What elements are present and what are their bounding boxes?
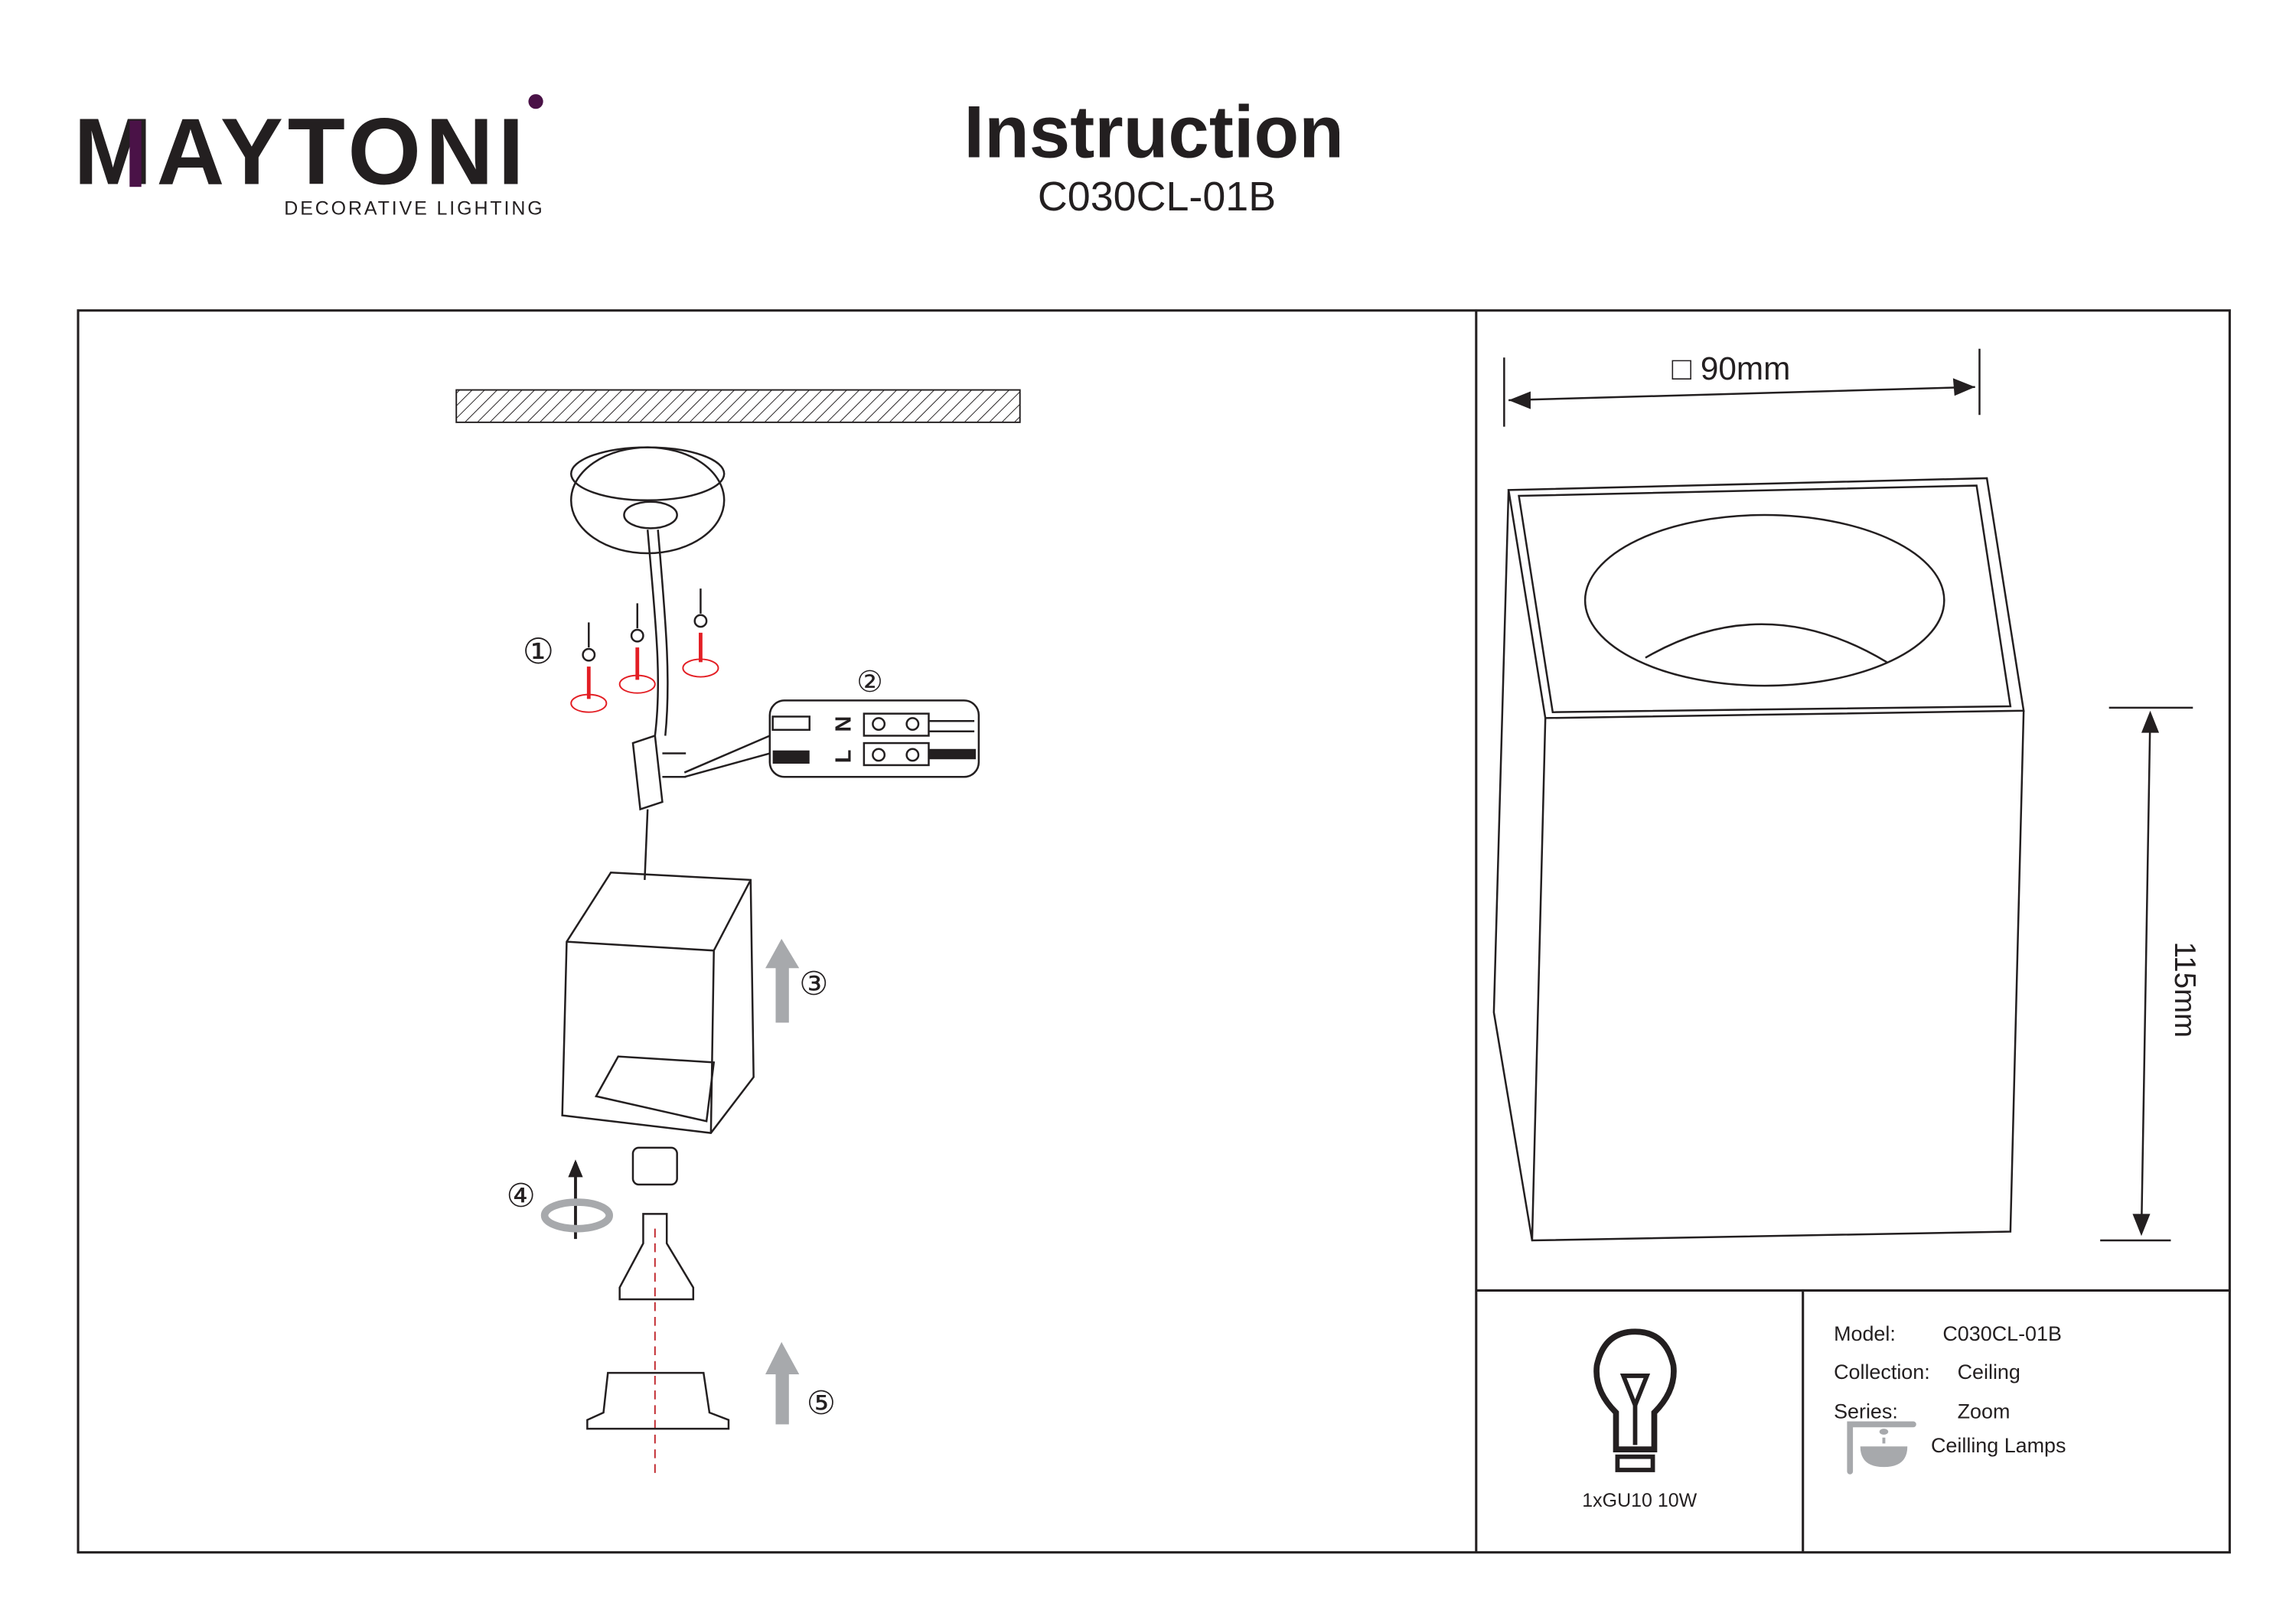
step-4-label: ④ bbox=[507, 1178, 536, 1214]
step-2-label: ② bbox=[856, 666, 882, 699]
screws bbox=[570, 588, 719, 713]
step-1-label: ① bbox=[523, 631, 554, 671]
gu10-bulb bbox=[618, 1213, 695, 1301]
product-info: Model: C030CL-01B Collection: Ceiling Se… bbox=[1834, 1322, 2066, 1475]
ceiling-lamp-icon bbox=[1847, 1421, 1916, 1475]
lamp-spec: 1xGU10 10W bbox=[1582, 1490, 1697, 1511]
assembly-diagram: ① ② N L ③ ④ ⑤ bbox=[455, 389, 1021, 1479]
neutral-label: N bbox=[832, 716, 856, 732]
width-dimension: □ 90mm bbox=[1672, 350, 1791, 386]
terminal-block bbox=[631, 734, 687, 811]
product-body bbox=[1492, 490, 2025, 1242]
logo-accent-dot bbox=[528, 94, 543, 109]
wiring-detail bbox=[768, 699, 980, 778]
logo-accent-bar bbox=[129, 120, 142, 187]
decorative-ring bbox=[586, 1371, 730, 1430]
model-label: Model: bbox=[1834, 1322, 1896, 1345]
category-label: Ceilling Lamps bbox=[1931, 1434, 2066, 1457]
series-value: Zoom bbox=[1958, 1400, 2011, 1423]
page-model: C030CL-01B bbox=[1038, 174, 1276, 220]
page-title: Instruction bbox=[964, 92, 1344, 174]
brand-name: MAYTONI bbox=[73, 99, 528, 204]
lamp-housing bbox=[561, 872, 755, 1134]
collection-value: Ceiling bbox=[1958, 1361, 2020, 1383]
series-label: Series: bbox=[1834, 1400, 1898, 1423]
brand-logo: MAYTONI DECORATIVE LIGHTING bbox=[73, 94, 544, 220]
live-label: L bbox=[832, 750, 856, 764]
bulb-icon bbox=[1593, 1328, 1677, 1472]
model-value: C030CL-01B bbox=[1942, 1322, 2062, 1345]
height-dimension: 115mm bbox=[2168, 942, 2201, 1038]
step-5-label: ⑤ bbox=[807, 1385, 836, 1421]
brand-tagline: DECORATIVE LIGHTING bbox=[284, 198, 544, 220]
main-frame bbox=[77, 309, 2231, 1554]
gu10-socket bbox=[631, 1146, 678, 1186]
ceiling-hatch bbox=[455, 389, 1021, 423]
step-3-label: ③ bbox=[799, 966, 828, 1002]
dimension-drawing: □ 90mm 115mm bbox=[1492, 348, 2201, 1242]
collection-label: Collection: bbox=[1834, 1361, 1930, 1383]
